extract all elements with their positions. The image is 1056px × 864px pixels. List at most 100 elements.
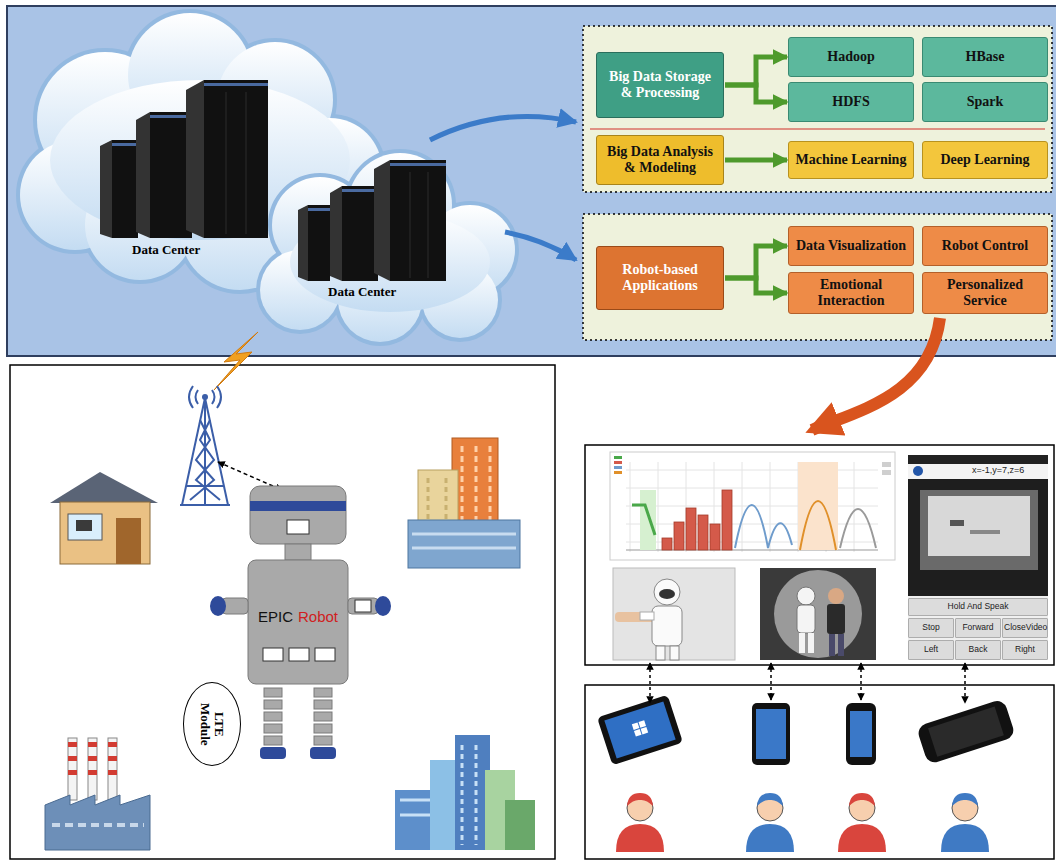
server-rack-side xyxy=(330,186,342,281)
node-text: Spark xyxy=(967,94,1004,110)
user-panel xyxy=(585,685,1054,859)
stripe xyxy=(108,742,117,747)
node-text: HBase xyxy=(966,49,1005,65)
robot-foot xyxy=(310,747,336,759)
signal-arc xyxy=(189,386,193,408)
application-box: Robot Control xyxy=(922,226,1048,266)
node-text: Robot xyxy=(298,608,338,625)
process-box: Big Data Storage & Processing xyxy=(596,52,724,118)
flow-arrow xyxy=(505,232,576,260)
cloud-panel xyxy=(7,6,1056,356)
chart-wave xyxy=(840,509,876,548)
control-button: Right xyxy=(1002,640,1048,660)
block-windows xyxy=(412,533,516,536)
node-text: Emotional Interaction xyxy=(794,277,908,308)
computer-icon xyxy=(76,520,92,531)
city-building xyxy=(395,790,435,850)
module-ellipse: LTE Module xyxy=(183,682,241,766)
phone-device xyxy=(916,698,1016,764)
node-text: EPIC xyxy=(258,608,293,625)
server-rack xyxy=(204,80,268,238)
method-box: Machine Learning xyxy=(788,141,914,179)
group-frame xyxy=(583,26,1052,192)
device-screen xyxy=(604,701,675,758)
stripe xyxy=(88,742,97,747)
video-detail xyxy=(970,530,1000,534)
grid-line xyxy=(626,524,878,525)
node-text: Stop xyxy=(922,623,940,632)
control-button: CloseVideo xyxy=(1002,618,1048,638)
rack-line xyxy=(428,172,429,278)
link-arrow xyxy=(860,663,862,700)
house-roof xyxy=(50,472,158,503)
robot-visor xyxy=(250,501,346,511)
human-hand xyxy=(615,612,657,622)
node-text: Hadoop xyxy=(827,49,874,65)
rack-line xyxy=(226,92,227,234)
cloud-fill xyxy=(260,153,515,342)
rack-line xyxy=(410,172,411,278)
robot-figure xyxy=(652,606,682,646)
grid-line xyxy=(626,470,878,471)
flow-arrow xyxy=(725,246,787,278)
process-box: Big Data Analysis & Modeling xyxy=(596,135,724,185)
robot-figure xyxy=(808,633,814,653)
tool-box: HDFS xyxy=(788,82,914,122)
service-arrow xyxy=(812,318,940,430)
app-header xyxy=(908,464,1048,479)
stripe xyxy=(108,756,117,761)
tower-brace xyxy=(190,420,214,500)
server-rack xyxy=(342,186,378,281)
os-logo xyxy=(632,722,640,730)
card-icon xyxy=(315,648,335,661)
app-logo xyxy=(913,466,923,476)
highlight-band xyxy=(640,490,656,550)
person-figure xyxy=(829,634,835,656)
flow-arrow xyxy=(725,57,787,85)
server-rack xyxy=(150,112,192,238)
screenshot-panel xyxy=(585,445,1054,665)
legend-mark xyxy=(882,462,891,467)
node-text: Machine Learning xyxy=(796,152,907,168)
block-windows xyxy=(412,547,516,550)
grid-line xyxy=(626,488,878,489)
highlight-band xyxy=(798,462,838,550)
server-lights xyxy=(390,163,446,166)
chart-grid xyxy=(626,462,878,552)
link-arrow xyxy=(770,663,772,700)
node-text: Personalized Service xyxy=(928,277,1042,308)
stripe xyxy=(68,770,77,775)
node-text: Left xyxy=(924,645,938,654)
chart-bar xyxy=(686,508,696,550)
chart-line xyxy=(632,505,655,535)
node-text: Robot-based Applications xyxy=(602,262,718,293)
tower-brace xyxy=(186,485,224,487)
city-windows xyxy=(400,799,430,802)
city-building xyxy=(505,800,535,850)
user-icon xyxy=(746,824,794,852)
server-rack-side xyxy=(100,140,112,238)
robot-figure xyxy=(656,646,665,660)
tower-base xyxy=(180,504,230,506)
video-screen xyxy=(928,496,1030,556)
cloud-outline xyxy=(20,13,382,290)
cloud-outline xyxy=(260,153,515,342)
leg-segment xyxy=(314,724,332,733)
photo-vignette xyxy=(774,570,862,658)
link-arrow xyxy=(649,663,651,703)
leg-segment xyxy=(314,700,332,709)
tool-box: Spark xyxy=(922,82,1048,122)
chart-bar xyxy=(710,524,720,550)
application-box: Personalized Service xyxy=(922,272,1048,314)
link-arrow xyxy=(964,663,966,703)
chimney xyxy=(108,738,117,800)
stripe xyxy=(88,770,97,775)
application-box: Data Visualization xyxy=(788,226,914,266)
screen-readout: x=-1,y=7,z=6 xyxy=(972,466,1024,476)
flow-arrow xyxy=(725,278,787,293)
control-button: Forward xyxy=(955,618,1001,638)
group-frame xyxy=(583,214,1052,340)
os-logo xyxy=(638,720,646,728)
robot-figure xyxy=(659,589,675,599)
